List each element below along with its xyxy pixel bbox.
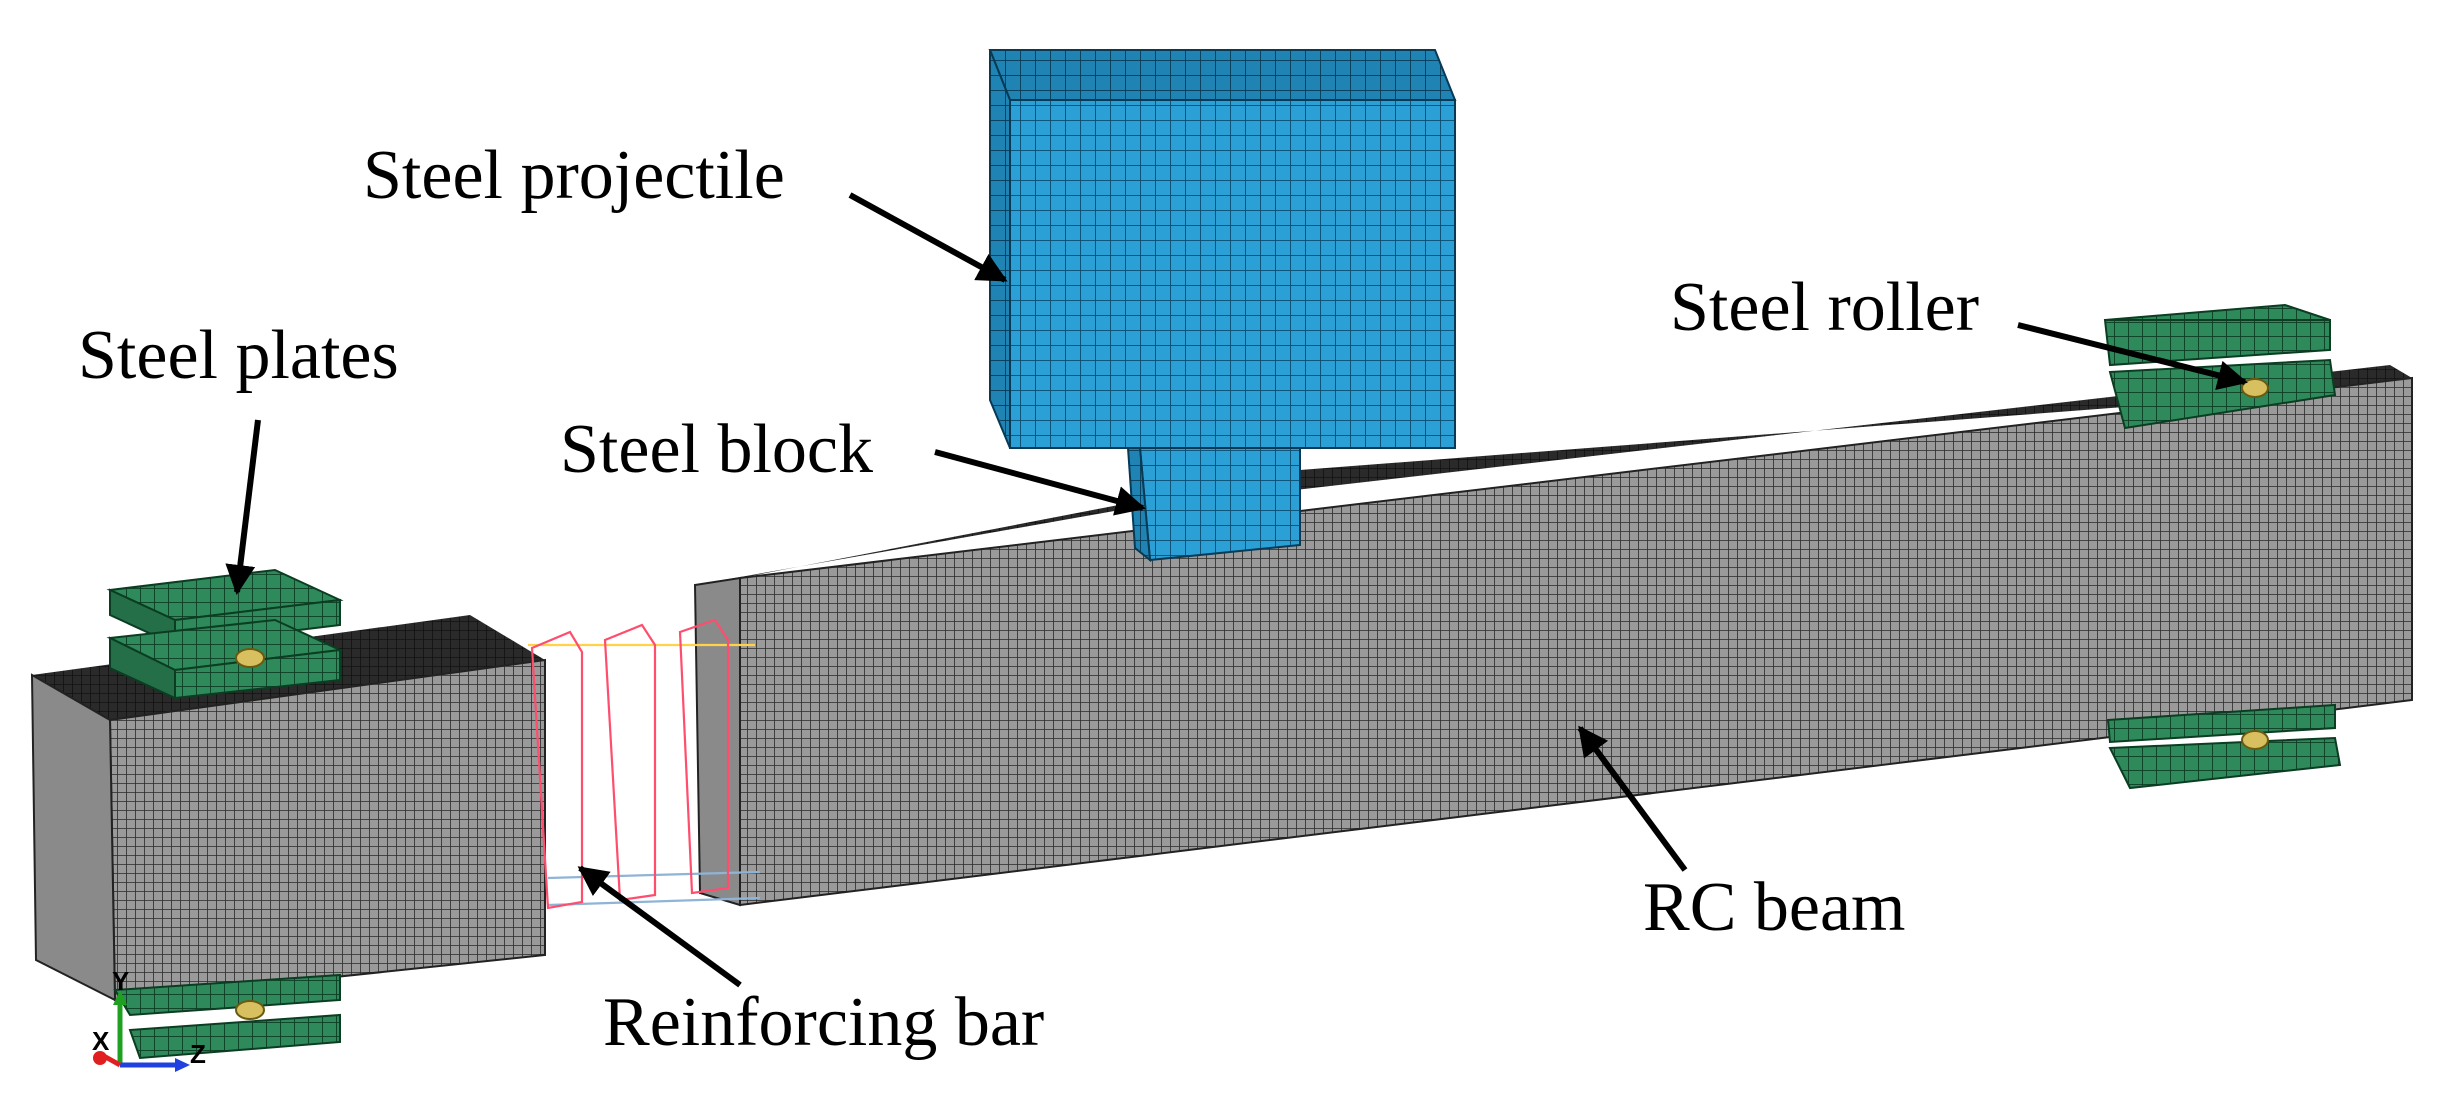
steel-roller-right-bottom xyxy=(2241,730,2269,750)
leader-arrows xyxy=(225,192,2248,988)
steel-projectile xyxy=(988,49,1457,449)
arrow-rc-beam xyxy=(1577,725,1688,872)
label-steel-block: Steel block xyxy=(560,411,873,488)
axis-x-label: X xyxy=(92,1026,110,1056)
steel-plates-right-top xyxy=(2103,303,2337,430)
steel-roller-left-top xyxy=(235,648,265,668)
rebar-stirrup-3 xyxy=(678,618,730,895)
rc-beam-left-front-face xyxy=(108,658,546,1002)
steel-block xyxy=(1126,447,1301,563)
steel-plates-left-top xyxy=(106,568,344,700)
steel-roller-left-bottom xyxy=(235,1000,265,1020)
arrow-steel-block xyxy=(934,449,1146,516)
rebar-stirrup-1 xyxy=(530,630,584,910)
axis-y-label: Y xyxy=(112,966,129,996)
steel-projectile-top-face xyxy=(988,49,1457,101)
steel-projectile-front-face xyxy=(1009,99,1456,449)
label-reinforcing-bar: Reinforcing bar xyxy=(603,984,1044,1061)
steel-roller-right-top xyxy=(2241,378,2269,398)
rc-beam-left-end-face xyxy=(30,673,117,1002)
axis-z-arrow xyxy=(175,1058,190,1072)
steel-plates-right-bottom xyxy=(2106,703,2342,790)
rc-beam-end-face xyxy=(693,576,741,907)
label-rc-beam: RC beam xyxy=(1643,869,1905,946)
axis-z-label: Z xyxy=(190,1039,206,1069)
arrow-steel-plates xyxy=(225,419,261,595)
label-steel-roller: Steel roller xyxy=(1670,269,1979,346)
axis-triad: X Y Z xyxy=(92,966,206,1072)
rebar-bottom-longitudinal-2 xyxy=(547,896,761,907)
steel-block-front-face xyxy=(1138,447,1301,562)
axis-y-arrow xyxy=(113,990,127,1005)
steel-projectile-side-face xyxy=(989,49,1011,449)
axis-x-arrow xyxy=(93,1051,107,1065)
steel-plates-left-bottom xyxy=(113,973,341,1060)
arrow-steel-projectile xyxy=(848,192,1008,283)
label-steel-projectile: Steel projectile xyxy=(363,137,785,214)
rebar-stirrup-2 xyxy=(603,623,657,902)
arrow-reinforcing-bar xyxy=(577,865,742,988)
rc-beam xyxy=(693,365,2413,907)
label-steel-plates: Steel plates xyxy=(78,317,399,394)
arrow-steel-roller xyxy=(2017,322,2248,390)
